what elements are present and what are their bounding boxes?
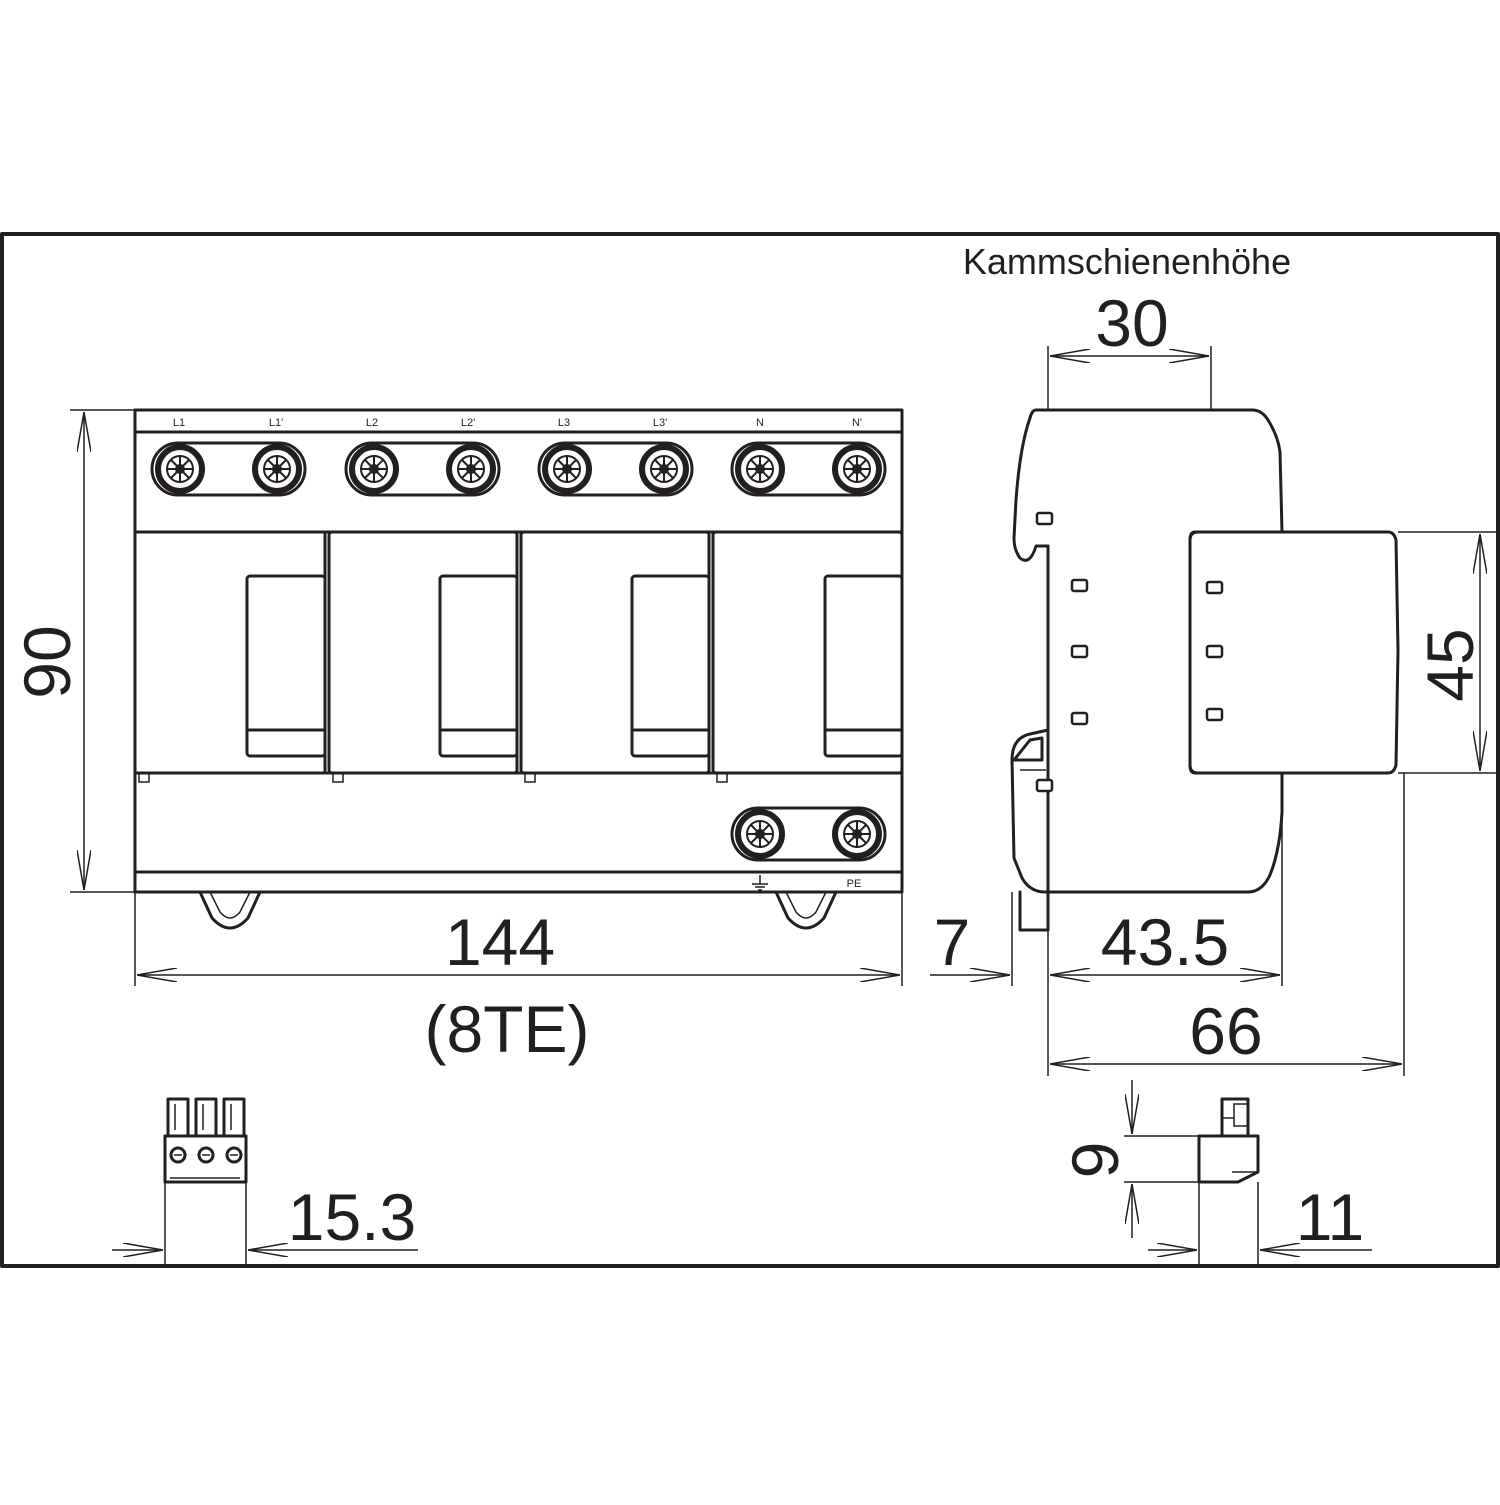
dim-connector-15-3: 15.3 [112,1180,418,1264]
protection-module-2 [327,530,519,783]
terminal-pair-l3 [537,441,694,497]
slot-marker [1205,580,1224,595]
front-view: L1 L1' L2 L2' L3 L3' N N' [10,408,904,1066]
plug-accessory [1197,1097,1260,1184]
screw-terminal-icon [835,812,879,856]
terminal-label-l1-out: L1' [269,417,283,429]
terminal-label-n: N [756,417,764,429]
screw-terminal-icon [158,447,202,491]
terminal-label-l2: L2 [366,417,378,429]
dim-plug-width-label: 11 [1296,1180,1365,1254]
terminal-pair-l2 [344,441,501,497]
screw-terminal-icon [835,447,879,491]
slot-marker [1035,511,1054,526]
dim-height-label: 90 [10,625,84,698]
comb-rail-label: Kammschienenhöhe [963,241,1291,282]
dim-depth-43-5: 43.5 [1047,812,1283,1076]
dim-height-90: 90 [10,409,135,893]
slot-marker [1205,644,1224,659]
dim-plug-9: 9 [1058,1080,1199,1238]
din-latch-lower [1012,736,1044,762]
dim-width-units: (8TE) [425,992,590,1066]
dim-connector-label: 15.3 [288,1180,416,1254]
dim-plug-11: 11 [1148,1180,1372,1264]
screw-terminal-icon [449,447,493,491]
slot-marker [1070,578,1089,593]
dim-width-label: 144 [445,905,555,979]
screw-terminal-icon [738,812,782,856]
terminal-label-l2-out: L2' [461,417,475,429]
connector-body [163,1134,248,1184]
terminal-pair-l1 [150,441,307,497]
sheet-frame [0,232,1500,1268]
dim-front-height-45: 45 [1398,531,1496,774]
dim-width-144: 144 (8TE) [134,892,903,1066]
din-latch [1018,890,1050,932]
protection-module-3 [519,530,711,783]
protection-module-1 [138,530,327,783]
terminal-label-l1: L1 [173,417,185,429]
din-clip-right-inner [785,891,827,919]
side-front-module [1188,530,1400,775]
terminal-label-n-out: N' [852,417,862,429]
screw-terminal-icon [255,447,299,491]
dim-clip-7: 7 [930,892,1013,986]
dim-plug-height-label: 9 [1058,1142,1132,1179]
slot-marker [1035,778,1054,793]
slot-marker [1070,644,1089,659]
dim-comb-rail-label: 30 [1095,286,1168,360]
dim-front-height-label: 45 [1413,628,1487,701]
slot-marker [1070,711,1089,726]
protection-module-4 [711,530,904,783]
side-housing-outline [1010,408,1284,894]
connector-screw-icon [225,1146,243,1164]
dim-clip-label: 7 [934,905,971,979]
screw-terminal-icon [738,447,782,491]
din-clip-left-inner [209,891,251,919]
screw-terminal-icon [352,447,396,491]
dim-depth-66: 66 [1050,773,1405,1076]
din-clip-right [774,890,838,930]
dim-comb-rail-30: 30 [1047,286,1212,410]
plug-body [1197,1134,1260,1184]
ground-symbol-icon [752,875,768,891]
connector-screw-icon [169,1146,187,1164]
terminal-pair-n [730,441,887,497]
pe-label: PE [847,878,862,890]
terminal-pair-pe [730,806,887,862]
dim-depth-total-label: 66 [1189,994,1262,1068]
connector-accessory [163,1097,248,1184]
dim-depth-body-label: 43.5 [1101,905,1229,979]
terminal-label-l3: L3 [558,417,570,429]
terminal-label-l3-out: L3' [653,417,667,429]
screw-terminal-icon [545,447,589,491]
side-view: Kammschienenhöhe 30 45 7 [930,241,1496,1076]
screw-terminal-icon [642,447,686,491]
din-clip-left [198,890,262,930]
slot-marker [1205,707,1224,722]
connector-screw-icon [197,1146,215,1164]
